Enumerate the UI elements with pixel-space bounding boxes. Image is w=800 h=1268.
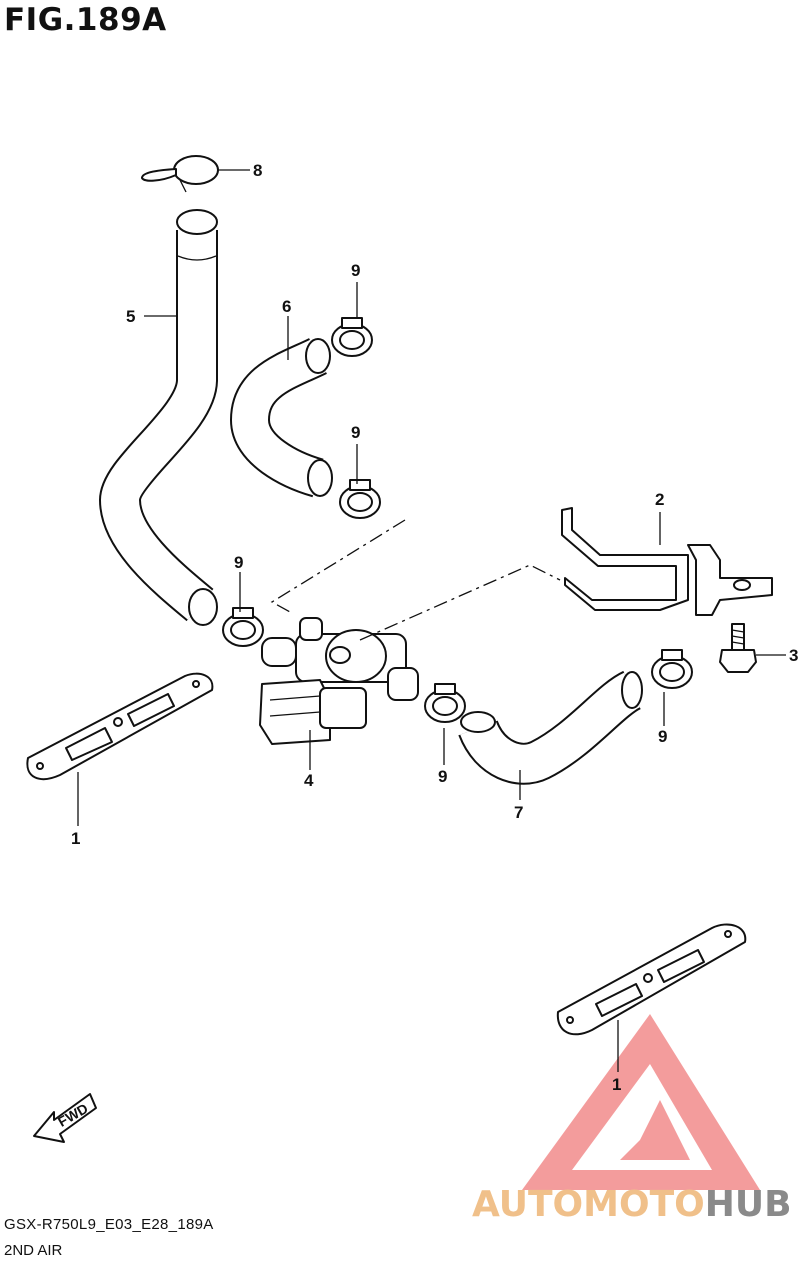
callout-1-a: 1 <box>71 829 80 848</box>
callout-7: 7 <box>514 803 523 822</box>
watermark-text-part2: HUB <box>705 1184 792 1225</box>
watermark-logo <box>522 1014 760 1190</box>
clamp-part-9-c[interactable] <box>222 607 264 647</box>
callout-8: 8 <box>253 161 262 180</box>
watermark-text-part1: AUTOMOTO <box>472 1184 705 1225</box>
leader-lines <box>77 169 786 1072</box>
diagram-code: GSX-R750L9_E03_E28_189A <box>4 1216 214 1233</box>
callout-5: 5 <box>126 307 135 326</box>
diagram-caption: 2ND AIR <box>4 1242 63 1259</box>
clamp-part-9-d[interactable] <box>424 683 466 723</box>
callout-9-c: 9 <box>234 553 243 572</box>
gasket-part-1-b[interactable] <box>556 923 747 1036</box>
callout-9-d: 9 <box>438 767 447 786</box>
callout-1-b: 1 <box>612 1075 621 1094</box>
callout-9-e: 9 <box>658 727 667 746</box>
gasket-part-1-a[interactable] <box>26 672 214 780</box>
bracket-part-2[interactable] <box>561 507 773 616</box>
clamp-part-9-b[interactable] <box>339 479 381 519</box>
figure-title: FIG.189A <box>4 2 167 38</box>
bolt-part-3[interactable] <box>719 623 757 673</box>
hose-part-5[interactable] <box>98 209 218 626</box>
callout-6: 6 <box>282 297 291 316</box>
watermark-text: AUTOMOTOHUB <box>472 1184 792 1225</box>
fwd-arrow: FWD <box>33 1093 97 1143</box>
valve-part-4[interactable] <box>259 617 419 745</box>
callout-3: 3 <box>789 646 798 665</box>
callout-9-b: 9 <box>351 423 360 442</box>
cap-part-8[interactable] <box>141 155 219 193</box>
callout-4: 4 <box>304 771 314 790</box>
clamp-part-9-a[interactable] <box>331 317 373 357</box>
hose-part-7[interactable] <box>458 670 643 785</box>
hose-part-6[interactable] <box>229 337 333 498</box>
callout-9-a: 9 <box>351 261 360 280</box>
clamp-part-9-e[interactable] <box>651 649 693 689</box>
callout-2: 2 <box>655 490 664 509</box>
dashed-connection-lines <box>270 519 561 641</box>
